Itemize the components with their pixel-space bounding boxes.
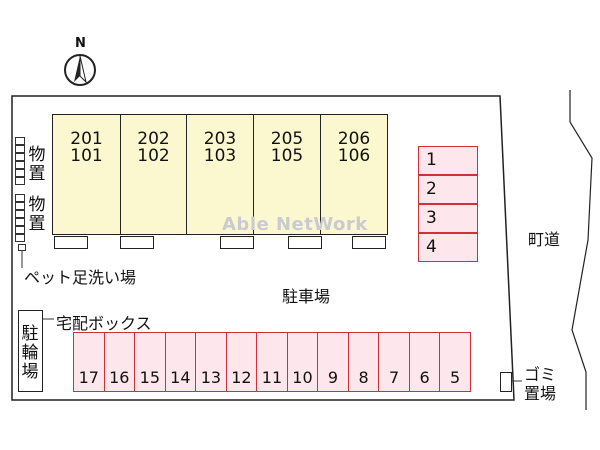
parking-space: 14 <box>166 333 197 391</box>
storage-cell <box>15 161 25 169</box>
parking-space: 2 <box>418 175 478 204</box>
site-boundary <box>11 95 515 401</box>
parking-space: 11 <box>257 333 288 391</box>
storage-label: 物置 <box>28 145 46 184</box>
delivery-box-label: 宅配ボックス <box>56 314 152 333</box>
parking-space: 10 <box>288 333 319 391</box>
unit-upper-number: 206 <box>337 129 371 149</box>
storage-cell <box>15 153 25 161</box>
pet-wash-label: ペット足洗い場 <box>24 268 137 287</box>
unit-lower-number: 105 <box>270 146 304 166</box>
unit-upper-number: 203 <box>203 129 237 149</box>
parking-space: 12 <box>227 333 258 391</box>
parking-space: 4 <box>418 233 478 262</box>
parking-row: 17 16 15 14 13 12 11 10 9 8 7 6 5 <box>73 332 471 392</box>
road-label: 町道 <box>528 230 561 249</box>
garbage-label-line1: ゴミ <box>524 365 557 384</box>
storage-cell <box>15 145 25 153</box>
storage-label: 物置 <box>28 195 46 234</box>
unit-upper-number: 202 <box>137 129 170 149</box>
storage-cell <box>15 202 25 210</box>
parking-space: 6 <box>410 333 441 391</box>
parking-space: 16 <box>105 333 136 391</box>
parking-space-number: 4 <box>426 237 437 257</box>
porch <box>54 236 88 249</box>
garbage-area <box>500 372 512 392</box>
parking-space: 13 <box>196 333 227 391</box>
parking-space-number: 1 <box>426 150 437 170</box>
parking-space-number: 2 <box>426 179 437 199</box>
unit-upper-number: 205 <box>270 129 304 149</box>
storage-cell <box>15 194 25 202</box>
parking-space: 15 <box>135 333 166 391</box>
unit-upper-number: 201 <box>70 129 103 149</box>
unit-201-101: 201 101 <box>52 114 121 235</box>
compass-arrow-icon <box>74 55 87 84</box>
pet-wash-marker <box>18 244 26 251</box>
parking-space: 1 <box>418 146 478 175</box>
unit-lower-number: 101 <box>70 146 103 166</box>
road-edge-left <box>569 90 593 410</box>
unit-203-103: 203 103 <box>186 114 254 235</box>
compass-north-label: N <box>75 36 86 51</box>
unit-lower-number: 103 <box>203 146 237 166</box>
parking-space-number: 3 <box>426 208 437 228</box>
storage-cell <box>15 137 25 145</box>
storage-cell <box>15 169 25 177</box>
porch <box>288 236 322 249</box>
unit-lower-number: 106 <box>337 146 371 166</box>
porch <box>120 236 154 249</box>
storage-cell <box>15 226 25 234</box>
garbage-label-line2: 置場 <box>524 384 557 403</box>
storage-cell <box>15 218 25 226</box>
storage-cell <box>15 177 25 185</box>
porch <box>352 236 386 249</box>
unit-202-102: 202 102 <box>120 114 187 235</box>
parking-space: 17 <box>74 333 105 391</box>
parking-space: 5 <box>450 368 461 387</box>
parking-space: 8 <box>349 333 380 391</box>
watermark: Able NetWork <box>222 214 368 235</box>
parking-space: 7 <box>379 333 410 391</box>
bike-parking-label: 駐輪場 <box>21 324 39 382</box>
porch <box>220 236 254 249</box>
unit-lower-number: 102 <box>137 146 170 166</box>
compass: N <box>62 36 102 92</box>
bike-parking-area <box>18 310 43 392</box>
parking-space: 9 <box>318 333 349 391</box>
parking-lot-label: 駐車場 <box>282 287 331 306</box>
storage-cell <box>15 234 25 242</box>
storage-cell <box>15 210 25 218</box>
parking-space: 3 <box>418 204 478 233</box>
unit-206-106: 206 106 <box>320 114 388 235</box>
